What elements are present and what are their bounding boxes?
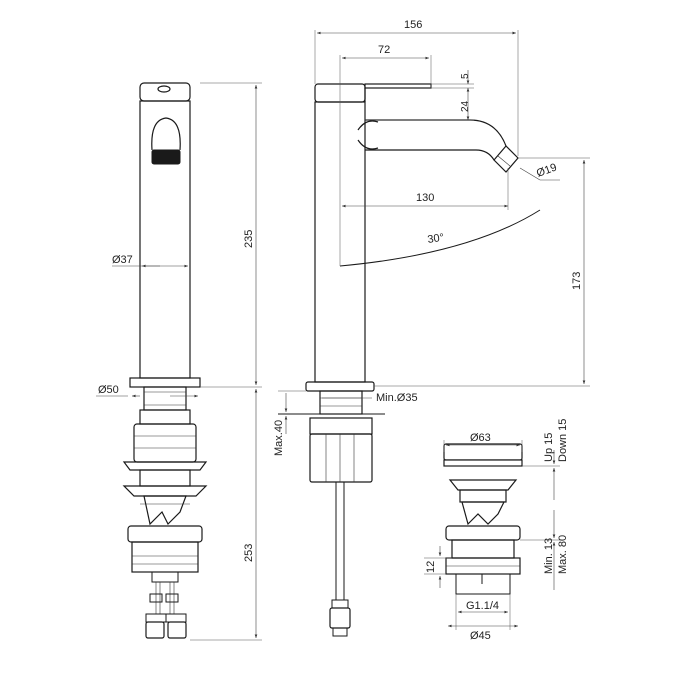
dim-waste-min: Min. 13 xyxy=(543,538,555,574)
dim-lever-offset: 72 xyxy=(378,44,390,56)
dim-lever-height: 24 xyxy=(460,100,471,112)
front-dimensions xyxy=(96,82,262,641)
dim-below-deck-height: 253 xyxy=(243,544,255,562)
dim-tail-dia: Ø45 xyxy=(470,630,491,642)
dim-hole-dia: Min.Ø35 xyxy=(376,392,418,404)
side-view xyxy=(278,83,541,637)
dim-deck-max: Max.40 xyxy=(273,420,285,456)
dim-thread: G1.1/4 xyxy=(466,600,499,612)
dim-swivel-angle: 30° xyxy=(427,232,445,246)
dim-thread-height: 12 xyxy=(425,561,437,573)
side-dimensions xyxy=(278,30,590,434)
dim-waste-max: Max. 80 xyxy=(557,535,569,574)
dim-waste-dia: Ø63 xyxy=(470,432,491,444)
dim-down-travel: Down 15 xyxy=(557,419,569,462)
front-view xyxy=(122,82,208,639)
dim-spout-height: 173 xyxy=(571,272,583,290)
dim-aerator-dia: Ø19 xyxy=(535,161,559,179)
waste-dimensions xyxy=(424,440,560,630)
dim-overall-width: 156 xyxy=(404,19,422,31)
waste-view xyxy=(443,443,523,595)
dim-lever-thickness: 5 xyxy=(460,73,471,79)
dim-body-height: 235 xyxy=(243,230,255,248)
dim-base-dia: Ø50 xyxy=(98,384,119,396)
dim-spout-reach: 130 xyxy=(416,192,434,204)
dim-up-travel: Up 15 xyxy=(543,433,555,462)
dim-body-dia: Ø37 xyxy=(112,254,133,266)
